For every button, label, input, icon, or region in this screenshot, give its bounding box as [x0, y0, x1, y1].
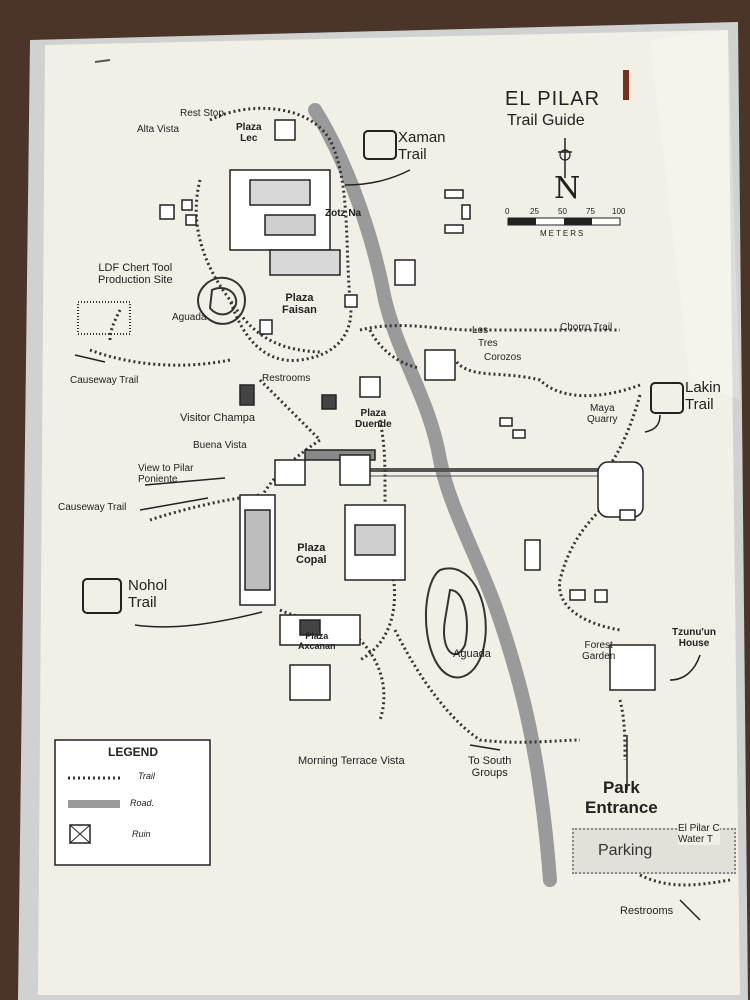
maya-quarry-label: Maya Quarry: [587, 403, 618, 425]
lakin-trail-label: Lakin Trail: [685, 379, 721, 413]
ldf-chert-label: LDF Chert Tool Production Site: [98, 262, 173, 287]
legend-road-label: Road.: [130, 798, 155, 808]
plaza-duende-label: Plaza Duende: [355, 408, 392, 430]
legend-title: LEGEND: [108, 745, 159, 759]
parking-label: Parking: [598, 842, 653, 859]
park-entrance-label: Park Entrance: [585, 778, 658, 818]
nohol-trail-label: Nohol Trail: [128, 577, 168, 611]
restrooms-south-label: Restrooms: [620, 905, 674, 917]
view-pilar-label: View to Pilar Poniente: [138, 463, 194, 485]
map-title: EL PILAR: [505, 88, 601, 110]
south-groups-label: To South Groups: [468, 755, 512, 780]
north-label: N: [554, 171, 581, 206]
scale-tick-25: 25: [530, 207, 539, 216]
causeway-trail-south-label: Causeway Trail: [58, 502, 127, 513]
legend-trail-label: Trail: [138, 771, 155, 781]
laminate-shine: [650, 30, 740, 400]
aguada-north-label: Aguada: [172, 312, 207, 323]
alta-vista-label: Alta Vista: [137, 124, 180, 135]
restrooms-north-label: Restrooms: [262, 373, 311, 384]
nohol-glyph-icon: [82, 578, 122, 614]
scale-tick-100: 100: [612, 207, 626, 216]
zotz-na-label: Zotz Na: [325, 208, 362, 219]
pointer-arrows: [74, 169, 701, 921]
main-road: [308, 103, 557, 887]
scale-tick-0: 0: [505, 207, 510, 216]
tzunun-house-label: Tzunu'un House: [672, 627, 717, 649]
morning-terrace-label: Morning Terrace Vista: [298, 755, 405, 767]
ruin-structures: [159, 119, 656, 701]
scale-unit: METERS: [540, 229, 586, 238]
staple-icon: [94, 59, 111, 63]
plaza-axcanan-label: Plaza Axcanan: [298, 631, 336, 651]
causeway-trail-north-label: Causeway Trail: [70, 375, 139, 386]
xaman-trail-label: Xaman Trail: [398, 129, 446, 163]
tres-label: Tres: [478, 338, 498, 349]
scale-tick-50: 50: [558, 207, 567, 216]
chorro-trail-label: Chorro Trail: [560, 322, 613, 333]
map-subtitle: Trail Guide: [507, 112, 585, 129]
corozos-label: Corozos: [484, 352, 522, 363]
visitor-champa-label: Visitor Champa: [180, 412, 255, 424]
pin-icon: [623, 70, 629, 100]
aguada-shapes: [197, 276, 487, 679]
buena-vista-label: Buena Vista: [193, 440, 247, 451]
plaza-lec-label: Plaza Lec: [236, 122, 262, 144]
el-pilar-water-label: El Pilar C Water T: [678, 823, 720, 845]
rest-stop-label: Rest Stop: [180, 108, 224, 119]
legend-road-swatch: [68, 800, 120, 808]
plaza-copal-label: Plaza Copal: [296, 542, 327, 567]
los-label: Los: [472, 325, 489, 336]
scale-tick-75: 75: [586, 207, 595, 216]
lakin-glyph-icon: [650, 382, 684, 414]
aguada-south-label: Aguada: [453, 648, 491, 660]
legend-ruin-label: Ruin: [132, 829, 151, 839]
xaman-glyph-icon: [363, 130, 397, 160]
forest-garden-label: Forest Garden: [582, 640, 616, 662]
plaza-faisan-label: Plaza Faisan: [282, 292, 317, 317]
